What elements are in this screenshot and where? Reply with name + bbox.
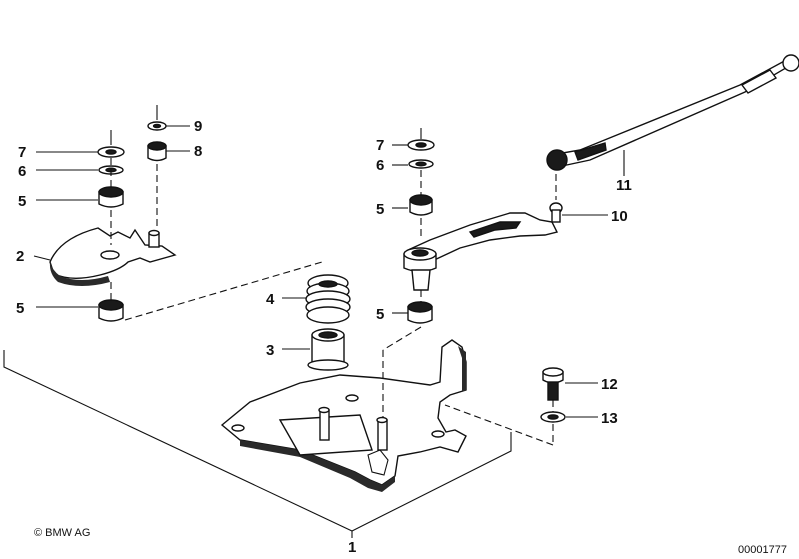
callout-12: 12: [601, 376, 618, 393]
callout-6-left: 6: [18, 163, 26, 180]
shift-lever: [403, 202, 563, 291]
callout-7-right: 7: [376, 137, 384, 154]
callout-13: 13: [601, 410, 618, 427]
drawing-number: 00001777: [738, 544, 787, 556]
callout-11: 11: [616, 177, 632, 194]
callout-5-left-top: 5: [18, 193, 26, 210]
callout-5-right-bottom: 5: [376, 306, 384, 323]
callout-2: 2: [16, 248, 24, 265]
callout-1: 1: [348, 539, 356, 556]
bush: [307, 328, 349, 371]
copyright-text: © BMW AG: [34, 527, 90, 539]
left-center-lines: [110, 105, 323, 321]
base-plate: [220, 339, 467, 492]
selector-plate: [49, 227, 177, 286]
assembly-bracket-outline: [3, 350, 512, 538]
callout-9: 9: [194, 118, 202, 135]
washer: [444, 400, 566, 446]
bolt: [542, 367, 564, 401]
callout-4: 4: [266, 291, 275, 308]
callout-5-left-bottom: 5: [16, 300, 24, 317]
callout-5-right-top: 5: [376, 201, 384, 218]
right-stack-parts: [407, 139, 435, 324]
shift-rod: [546, 54, 799, 171]
leader-lines: [33, 125, 625, 418]
left-stack-parts: [97, 121, 167, 322]
callout-7-left: 7: [18, 144, 26, 161]
callout-10: 10: [611, 208, 628, 225]
callout-3: 3: [266, 342, 274, 359]
callout-6-right: 6: [376, 157, 384, 174]
right-center-lines: [382, 128, 557, 418]
callout-8: 8: [194, 143, 202, 160]
callouts: 7 6 5 2 5 9 8 4 3 7 6 5 5 10 11 12 13 1: [16, 118, 632, 556]
spring: [305, 274, 351, 324]
